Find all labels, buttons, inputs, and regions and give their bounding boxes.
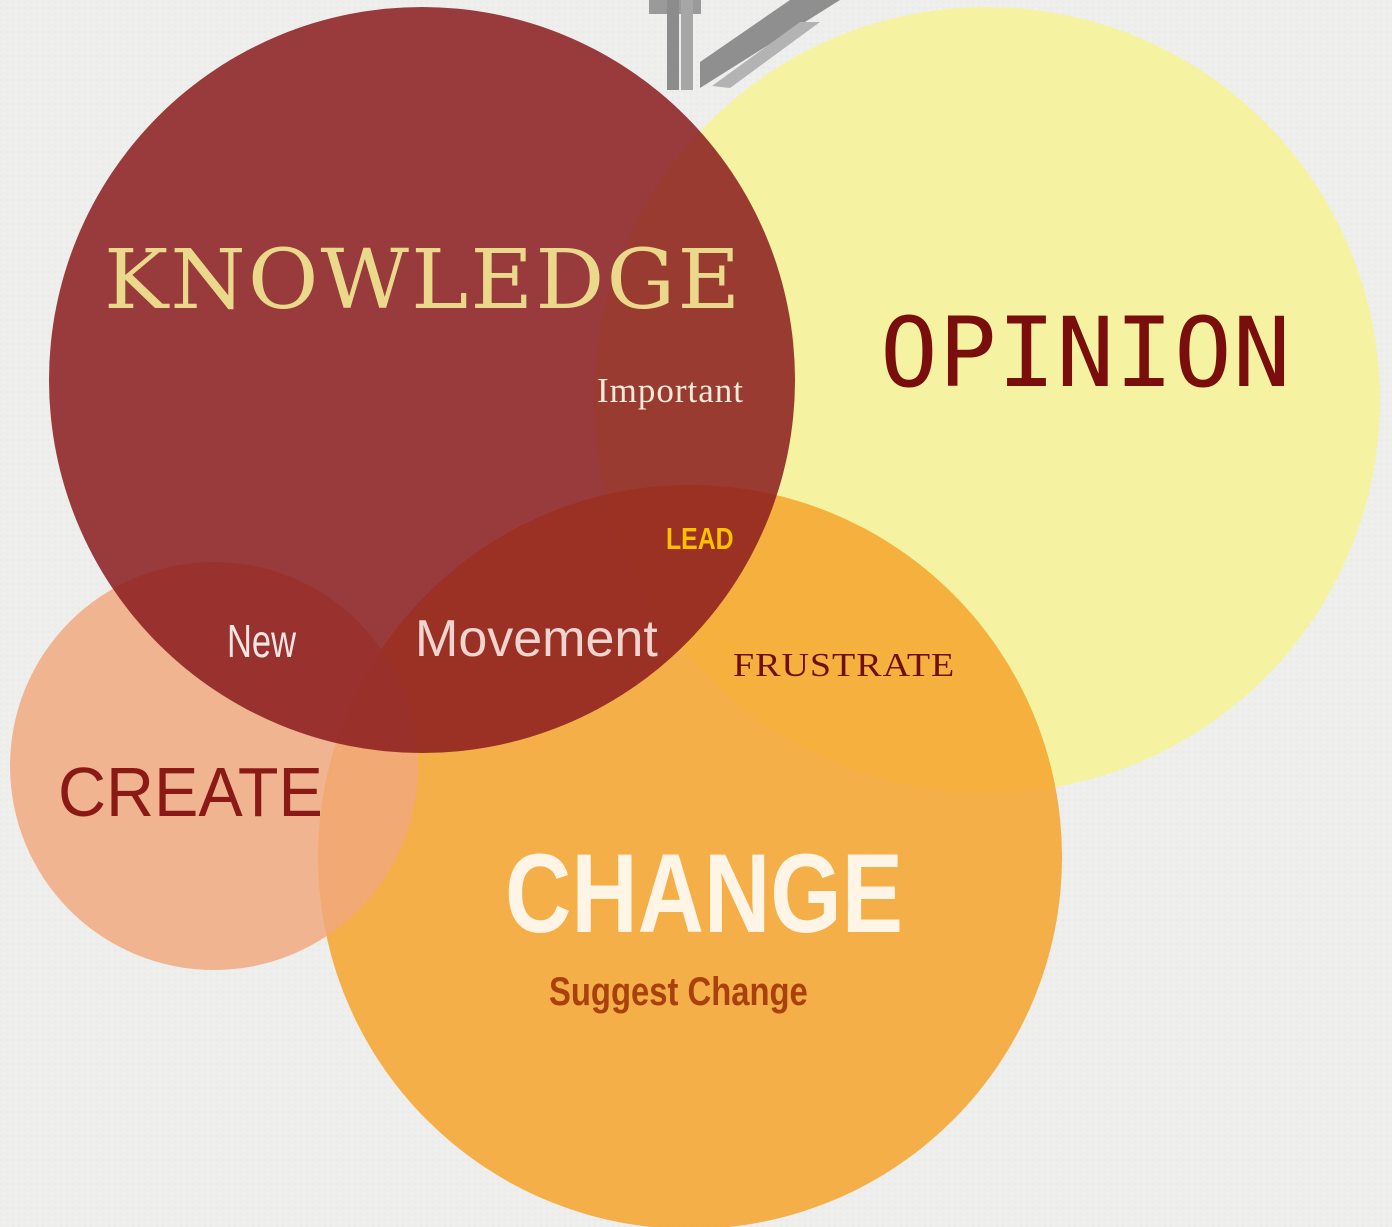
knowledge-label: KNOWLEDGE bbox=[104, 233, 743, 328]
suggest-change-label: Suggest Change bbox=[549, 970, 808, 1014]
change-label: CHANGE bbox=[505, 831, 903, 956]
knowledge-circle bbox=[49, 7, 795, 753]
frustrate-label: FRUSTRATE bbox=[733, 646, 956, 684]
important-label: Important bbox=[597, 371, 745, 410]
opinion-label: OPINION bbox=[880, 297, 1292, 409]
gray-arrow-graphic-icon bbox=[649, 0, 840, 90]
create-label: CREATE bbox=[58, 753, 323, 831]
movement-label: Movement bbox=[415, 610, 658, 668]
lead-label: LEAD bbox=[666, 521, 734, 556]
new-label: New bbox=[227, 615, 297, 667]
